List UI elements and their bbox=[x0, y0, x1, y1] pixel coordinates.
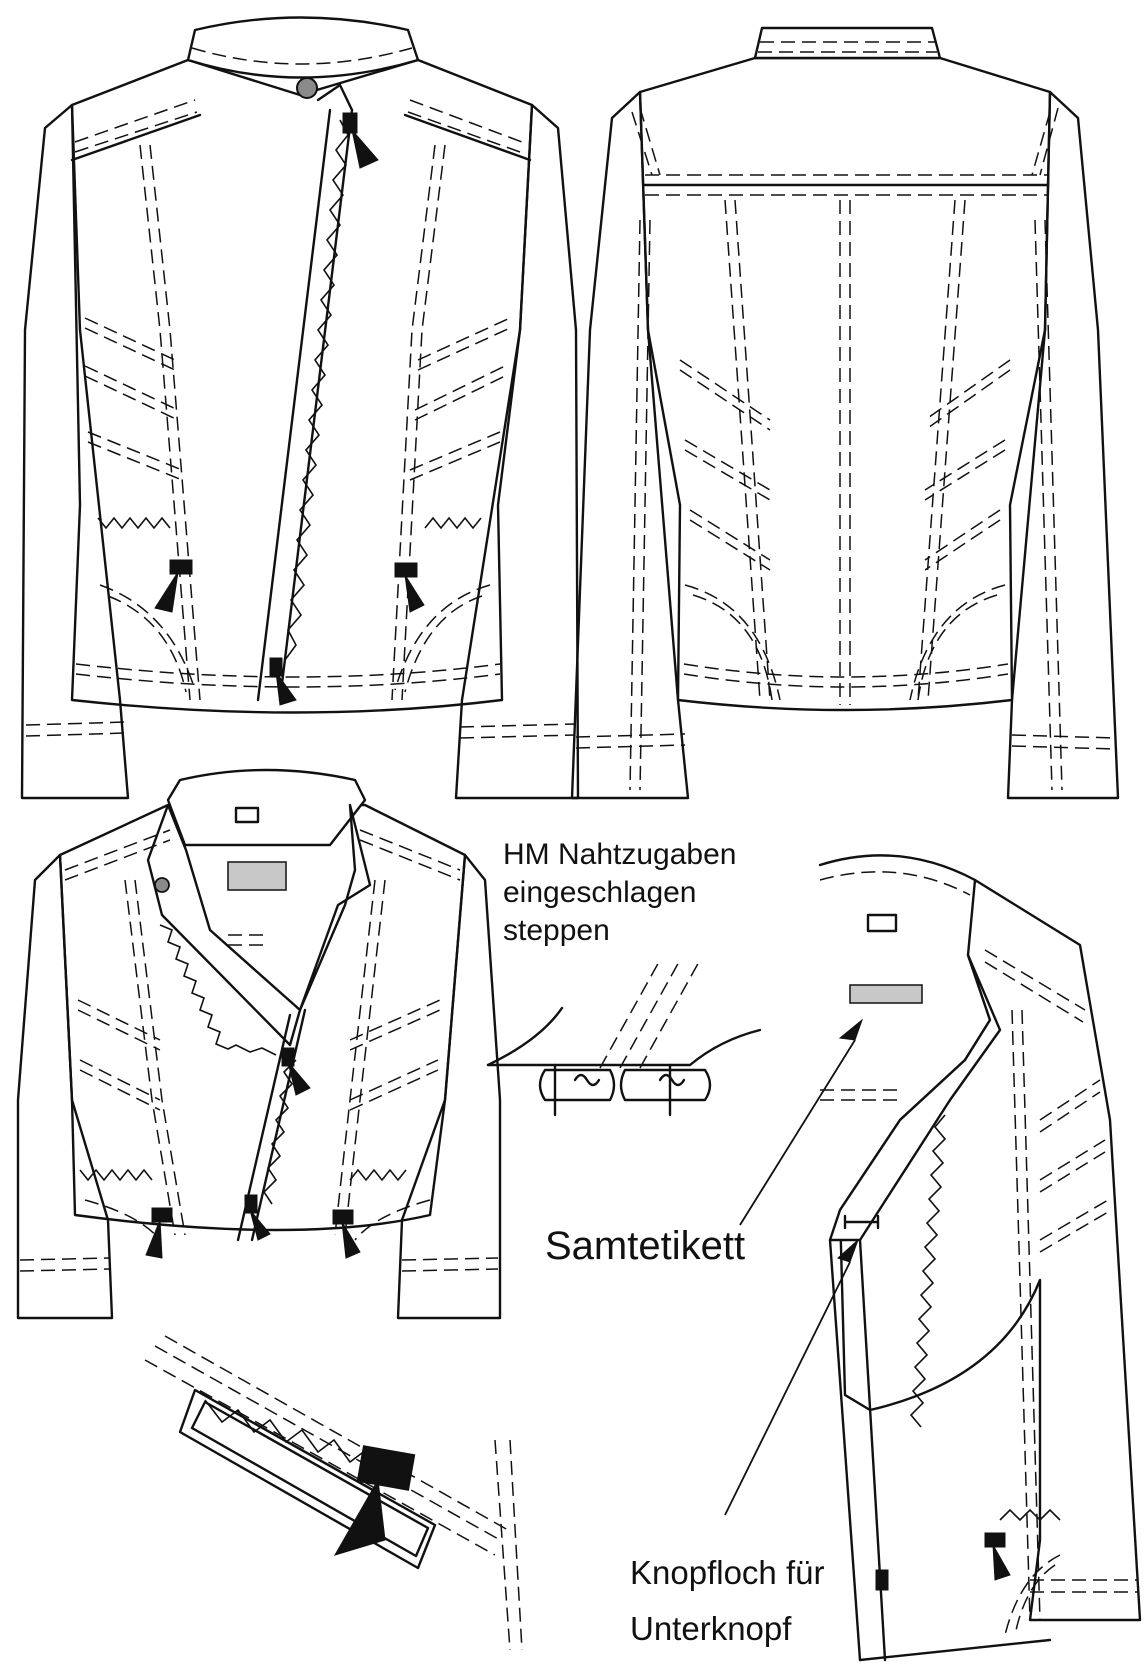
jacket-back-view bbox=[570, 26, 1120, 800]
annotation-line: steppen bbox=[503, 914, 610, 947]
zipper-pull-icon bbox=[351, 128, 379, 169]
buttonhole-annotation: Knopfloch für Unterknopf bbox=[630, 1545, 824, 1657]
seam-allowance-annotation: HM Nahtzugaben eingeschlagen steppen bbox=[503, 836, 736, 950]
left-pocket-zipper bbox=[97, 516, 171, 530]
right-pocket-zipper bbox=[424, 516, 482, 530]
zip-pocket-detail bbox=[144, 1335, 523, 1651]
velvet-label-annotation: Samtetikett bbox=[545, 1222, 745, 1270]
lapel-zipper bbox=[159, 924, 277, 1056]
annotation-line: eingeschlagen bbox=[503, 876, 697, 909]
annotation-line: Knopfloch für bbox=[630, 1554, 825, 1591]
velvet-label-patch bbox=[227, 861, 287, 891]
jacket-front-open-view bbox=[16, 768, 502, 1320]
open-left-sleeve bbox=[16, 853, 114, 1320]
pocket-zipper-slider-icon bbox=[356, 1445, 416, 1491]
front-body bbox=[70, 58, 534, 714]
front-zipper bbox=[284, 119, 349, 661]
hanger-loop-icon bbox=[234, 806, 260, 824]
jacket-interior-view bbox=[724, 854, 1142, 1662]
right-lapel bbox=[298, 803, 372, 1012]
open-front-zipper bbox=[262, 1059, 297, 1205]
interior-zipper bbox=[909, 1114, 947, 1428]
interior-lapel bbox=[828, 953, 1002, 1242]
back-collar bbox=[753, 26, 942, 60]
back-left-sleeve bbox=[570, 90, 690, 800]
left-lapel bbox=[146, 803, 302, 1047]
zipper-slider-icon bbox=[342, 112, 358, 134]
collar-button-icon bbox=[296, 77, 318, 99]
interior-velvet-label bbox=[849, 984, 923, 1004]
back-body bbox=[638, 56, 1052, 712]
left-sleeve bbox=[20, 103, 130, 800]
lapel-button-icon bbox=[154, 877, 170, 893]
stand-collar bbox=[186, 16, 420, 79]
pocket-zipper-pull-icon bbox=[333, 1478, 386, 1556]
annotation-line: Unterknopf bbox=[630, 1610, 792, 1647]
interior-hanger-loop-icon bbox=[866, 913, 898, 933]
open-right-sleeve bbox=[396, 853, 502, 1320]
back-right-sleeve bbox=[1006, 90, 1120, 800]
open-front-body bbox=[58, 803, 467, 1232]
jacket-front-view bbox=[20, 16, 580, 800]
annotation-line: HM Nahtzugaben bbox=[503, 838, 737, 871]
right-sleeve bbox=[454, 103, 580, 800]
seam-allowance-detail bbox=[486, 959, 762, 1117]
annotation-line: Samtetikett bbox=[545, 1224, 746, 1268]
